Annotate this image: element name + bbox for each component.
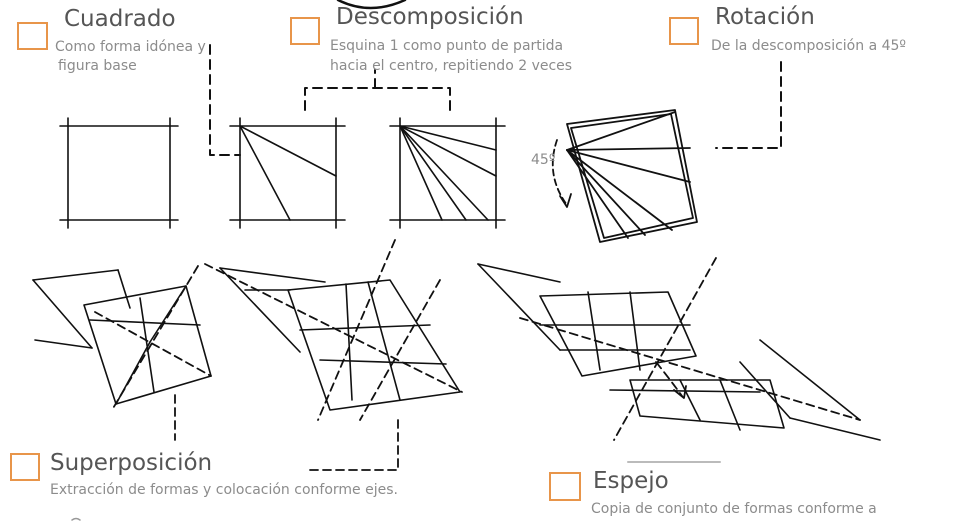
descomposicion-desc-line1: Esquina 1 como punto de partida	[330, 38, 564, 54]
rotacion-title: Rotación	[715, 4, 815, 30]
rotacion-desc-line1: De la descomposición a 45º	[711, 38, 907, 54]
descomposicion-title: Descomposición	[336, 4, 524, 30]
figure-decomposition-1	[229, 117, 346, 229]
cuadrado-marker	[17, 22, 48, 50]
figure-rotation	[566, 109, 698, 243]
top-circle-fragment	[336, 0, 407, 10]
superposicion-title: Superposición	[50, 450, 213, 476]
cuadrado-title: Cuadrado	[64, 6, 176, 32]
superposicion-desc-line1: Extracción de formas y colocación confor…	[50, 482, 398, 498]
mirror-axes	[519, 257, 861, 441]
rotation-arrow	[551, 139, 568, 206]
rotation-angle-label: 45º	[531, 152, 556, 168]
connector-lines-top	[209, 44, 782, 156]
figure-mirror	[477, 263, 881, 441]
bottom-mark	[71, 517, 81, 521]
cuadrado-desc-line1: Como forma idónea y	[55, 39, 206, 55]
descomposicion-marker	[290, 17, 320, 45]
espejo-desc-line1: Copia de conjunto de formas conforme a	[591, 501, 877, 517]
figure-superposition-2	[219, 267, 461, 411]
mirror-arrowhead	[673, 385, 687, 399]
rotacion-marker	[669, 17, 699, 45]
cuadrado-desc-line2: figura base	[58, 58, 137, 74]
espejo-marker	[549, 472, 581, 501]
superposition-2-axes	[204, 239, 463, 471]
superposition-axes	[94, 265, 212, 441]
figure-square	[59, 117, 179, 229]
descomposicion-desc-line2: hacia el centro, repitiendo 2 veces	[330, 58, 573, 74]
rotation-arrowhead	[559, 193, 572, 208]
superposicion-marker	[10, 453, 40, 481]
espejo-title: Espejo	[593, 468, 669, 494]
figure-decomposition-2	[389, 117, 506, 229]
